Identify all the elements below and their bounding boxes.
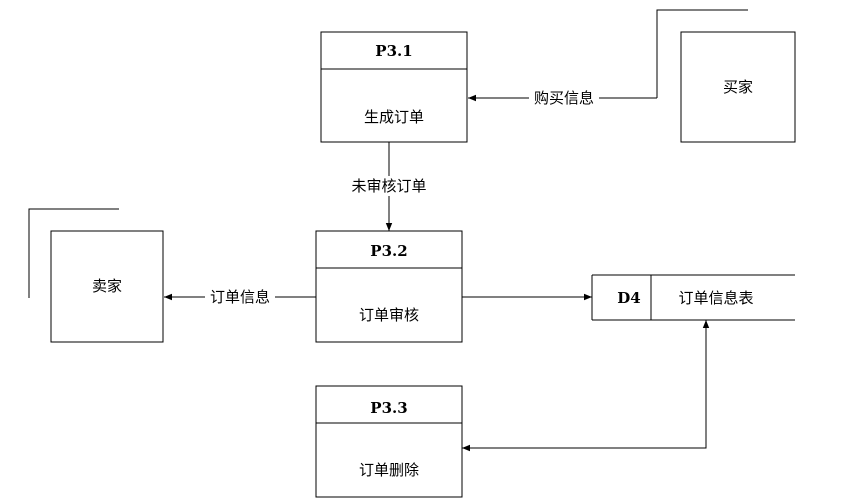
flow-unreviewed-order-label: 未审核订单 (351, 177, 426, 195)
entity-seller: 卖家 (28, 208, 164, 343)
seller-box (50, 230, 164, 343)
process-p3-2-name: 订单审核 (359, 306, 419, 324)
flow-unreviewed-order: 未审核订单 (345, 142, 433, 231)
process-p3-2-box (315, 230, 463, 343)
datastore-name: 订单信息表 (678, 289, 753, 307)
flow-order-info: 订单信息 (164, 287, 316, 307)
process-p3-1-name: 生成订单 (364, 108, 424, 126)
datastore-id: D4 (617, 289, 640, 307)
flow-order-info-label: 订单信息 (210, 288, 270, 306)
flow-purchase-info-label: 购买信息 (534, 89, 594, 107)
process-p3-2-id: P3.2 (370, 242, 407, 260)
seller-shadow-line (28, 208, 119, 298)
datastore-d4: D4 订单信息表 (591, 274, 795, 321)
process-p3-3-name: 订单删除 (359, 461, 419, 479)
entity-buyer: 买家 (656, 9, 796, 143)
buyer-box (680, 31, 796, 143)
process-p3-3-box (315, 385, 463, 498)
flow-purchase-info: 购买信息 (468, 88, 657, 108)
process-p3-3: P3.3 订单删除 (315, 385, 463, 498)
buyer-label: 买家 (723, 78, 753, 96)
process-p3-1: P3.1 生成订单 (320, 31, 468, 143)
seller-label: 卖家 (92, 277, 122, 295)
process-p3-1-box (320, 31, 468, 143)
process-p3-2: P3.2 订单审核 (315, 230, 463, 343)
process-p3-3-id: P3.3 (370, 399, 407, 417)
buyer-shadow-line (656, 9, 748, 98)
process-p3-1-id: P3.1 (375, 42, 412, 60)
flow-d4-p3-3-arrow (462, 320, 710, 452)
